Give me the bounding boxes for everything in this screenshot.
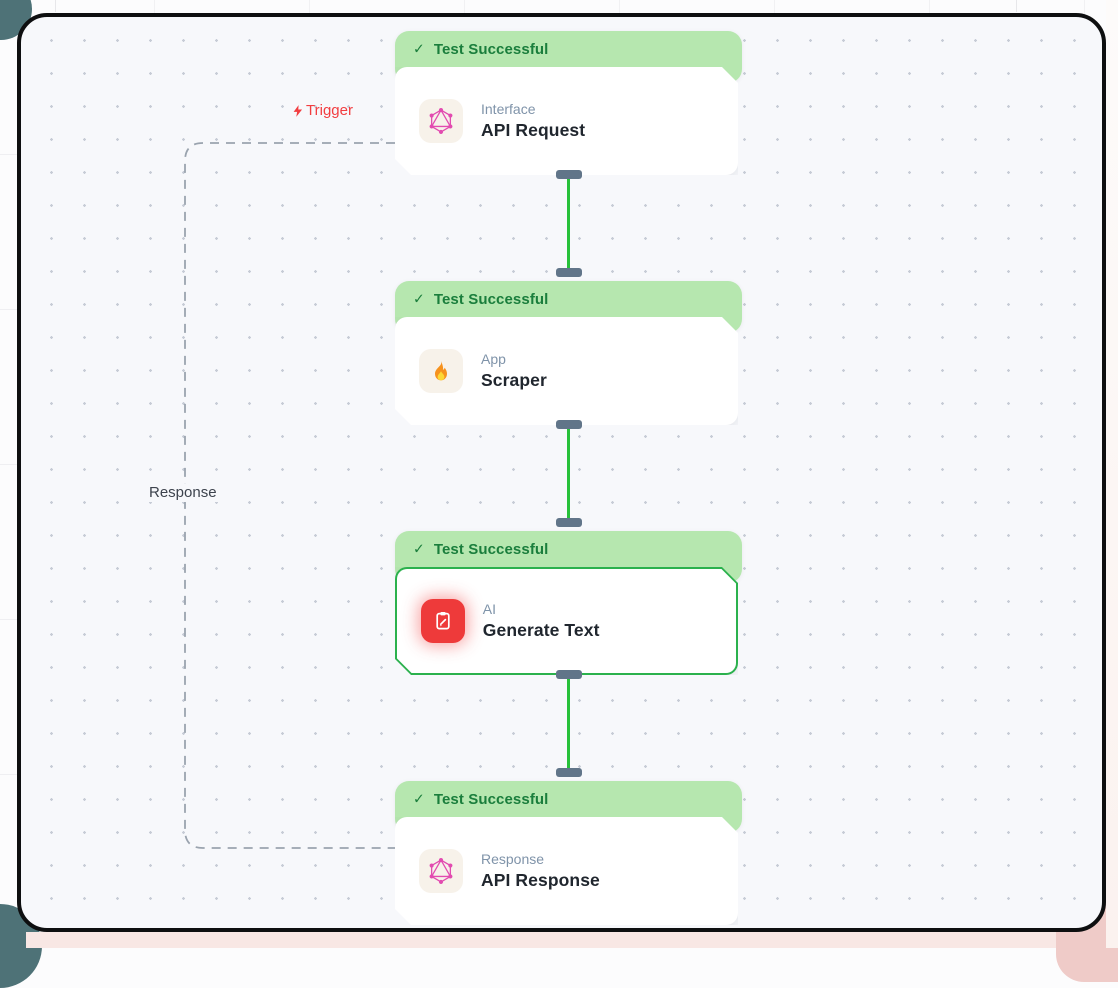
status-label: Test Successful (433, 290, 549, 308)
fire-icon (429, 359, 453, 383)
node-title: Generate Text (482, 620, 600, 640)
node-scraper[interactable]: ✓ Test Successful (395, 268, 742, 429)
check-icon: ✓ (413, 290, 425, 306)
node-icon-tile (419, 849, 463, 893)
clipboard-pencil-icon (431, 609, 455, 633)
connector-handle-top[interactable] (555, 518, 582, 527)
node-icon-tile (419, 349, 463, 393)
connector-handle-top[interactable] (555, 768, 582, 777)
node-title: API Request (481, 120, 586, 140)
node-title: Scraper (481, 370, 547, 390)
node-title: API Response (481, 870, 600, 890)
check-icon: ✓ (413, 790, 425, 806)
decor-pink-strip-bottom (26, 932, 1118, 948)
check-icon: ✓ (413, 40, 425, 56)
connector-line (567, 169, 570, 277)
graphql-icon (428, 858, 454, 884)
check-icon: ✓ (413, 540, 425, 556)
node-icon-tile (419, 99, 463, 143)
top-strip-divider (1016, 0, 1017, 12)
connector-line (567, 419, 570, 527)
trigger-label-text: Trigger (306, 102, 353, 119)
node-card[interactable]: Interface API Request (395, 67, 738, 175)
status-label: Test Successful (433, 40, 549, 58)
node-card[interactable]: App Scraper (395, 317, 738, 425)
node-api-response[interactable]: ✓ Test Successful (395, 768, 742, 925)
node-icon-tile (421, 599, 465, 643)
decor-right-edge-tint (1106, 0, 1118, 948)
node-category: Interface (481, 101, 536, 117)
node-card[interactable]: Response API Response (395, 817, 738, 925)
graphql-icon (428, 108, 454, 134)
top-strip-divider (55, 0, 56, 12)
node-generate-text[interactable]: ✓ Test Successful (395, 518, 742, 679)
node-category: Response (481, 851, 545, 867)
response-label: Response (145, 484, 221, 502)
node-card[interactable]: AI Generate Text (395, 567, 738, 675)
connector-handle-bottom[interactable] (555, 670, 582, 679)
connector-line (567, 669, 570, 777)
status-label: Test Successful (433, 790, 549, 808)
connector-handle-bottom[interactable] (555, 170, 582, 179)
trigger-label: Trigger (259, 102, 353, 120)
node-category: AI (482, 601, 497, 617)
node-category: App (481, 351, 506, 367)
connector-handle-top[interactable] (555, 268, 582, 277)
lightning-bolt-icon (293, 105, 303, 117)
workflow-canvas[interactable]: Trigger Response ✓ Test Successful (17, 13, 1106, 932)
status-label: Test Successful (433, 540, 549, 558)
node-api-request[interactable]: ✓ Test Successful (395, 31, 742, 179)
connector-handle-bottom[interactable] (555, 420, 582, 429)
